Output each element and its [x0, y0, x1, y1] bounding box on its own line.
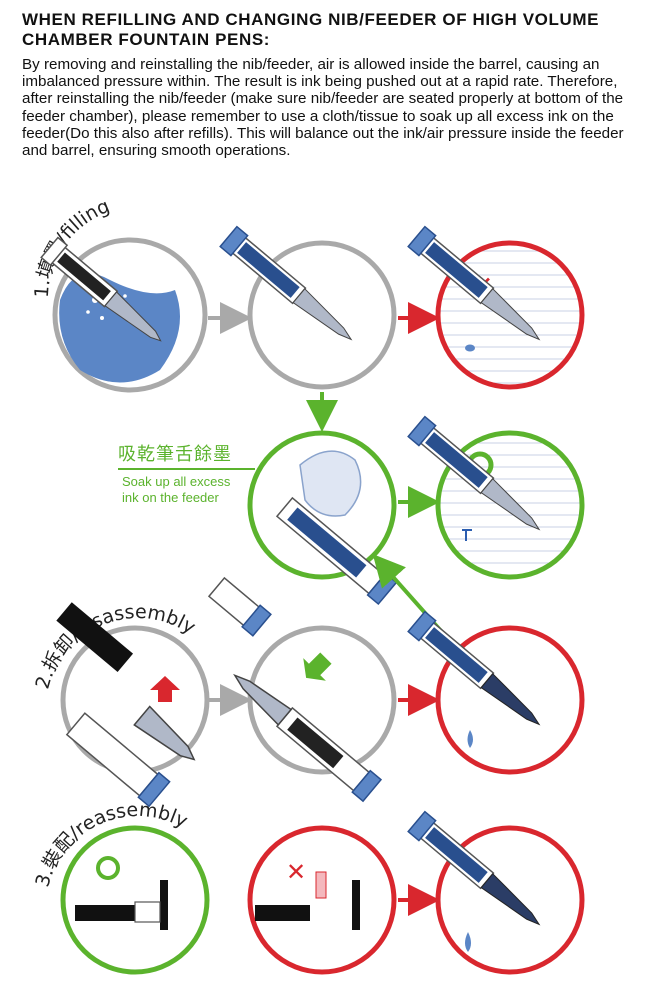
step-3-leak-outcome [407, 810, 585, 975]
page-title: WHEN REFILLING AND CHANGING NIB/FEEDER O… [22, 10, 600, 49]
soak-label-cn: 吸乾筆舌餘墨 [118, 444, 232, 465]
step-soak-good-outcome [407, 415, 585, 580]
pen-leak-3 [407, 810, 541, 926]
pen-reinstall [233, 673, 383, 803]
nib-removed [133, 705, 196, 761]
step-3-reassembly: 3.裝配/reassembly [31, 799, 210, 975]
pen-leaking [407, 225, 541, 341]
step-1-bad-outcome: ✕ [407, 225, 585, 390]
down-arrow-icon [303, 652, 332, 681]
pen-soak-barrel [207, 576, 272, 637]
step-1-result [219, 225, 397, 390]
ink-mark [462, 529, 472, 541]
reassembly-bad-circle [247, 825, 397, 975]
step-2-disassembly: 2.拆卸/disassembly [31, 601, 210, 808]
pen-good [407, 415, 541, 531]
up-arrow-icon [150, 676, 180, 702]
step-1-filling: 1.填墨/filling [31, 195, 208, 393]
ink-drop-icon [467, 730, 473, 748]
step-2-reinstall [233, 625, 397, 803]
feeder-unseated [255, 905, 310, 921]
wrong-icon-2: ✕ [286, 859, 306, 886]
soak-label-en-2: ink on the feeder [122, 490, 220, 505]
step-3-wrong: ✕ [247, 825, 397, 975]
chamber-wall-2 [352, 880, 360, 930]
soak-label-en-1: Soak up all excess [122, 474, 231, 489]
pen-inked [219, 225, 353, 341]
pen-section [65, 712, 171, 808]
ink-blot [465, 344, 475, 352]
pen-filling [40, 236, 162, 342]
pen-leak-2 [407, 610, 541, 726]
chamber-wall [160, 880, 168, 930]
gap-indicator [315, 871, 327, 899]
intro-paragraph: By removing and reinstalling the nib/fee… [22, 56, 624, 160]
ink-pool [59, 273, 180, 383]
step-soak [247, 430, 398, 606]
step-2-leak-outcome [407, 610, 585, 775]
tissue-hand [299, 450, 362, 517]
reinstall-circle [247, 625, 397, 775]
feeder-seated [75, 905, 135, 921]
chamber-gap [134, 901, 161, 923]
pen-cap-black [56, 602, 134, 673]
ink-drop-icon-2 [465, 932, 471, 952]
right-icon-2 [96, 856, 120, 880]
reassembly-good-circle [60, 825, 210, 975]
